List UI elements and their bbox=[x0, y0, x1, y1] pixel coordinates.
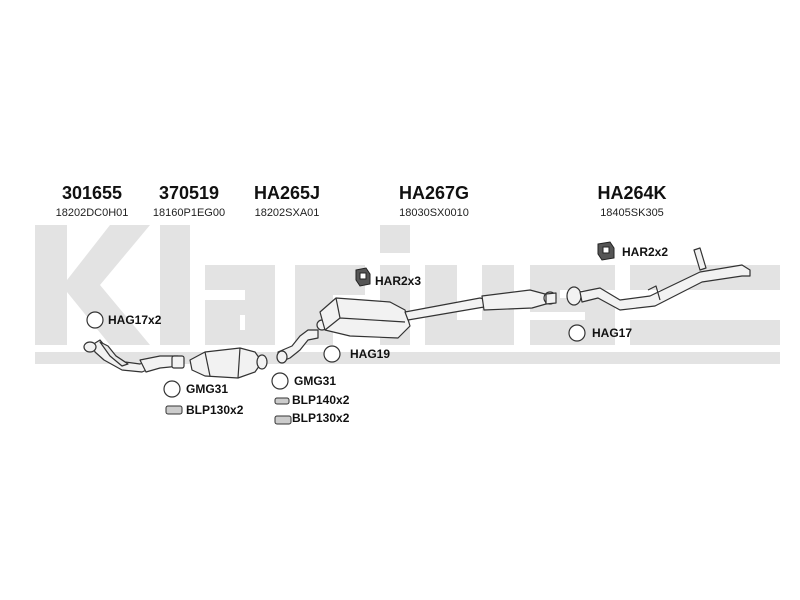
part-number-2: 370519 bbox=[158, 183, 220, 203]
part-ref-4: 18030SX0010 bbox=[399, 207, 469, 219]
front-pipe-inlet bbox=[83, 341, 97, 353]
front-pipe-branch bbox=[99, 341, 129, 367]
part-number-5: HA264K bbox=[597, 183, 667, 203]
part-number-3: HA265J bbox=[253, 183, 321, 203]
fitting-circle-gmg31-b bbox=[271, 372, 289, 390]
label-har2x3: HAR2x3 bbox=[375, 274, 422, 288]
label-gmg31-b: GMG31 bbox=[294, 374, 337, 388]
label-hag17: HAG17 bbox=[592, 326, 633, 340]
clamp-icon-b bbox=[274, 397, 290, 405]
part-number-1: 301655 bbox=[61, 183, 123, 203]
centre-silencer bbox=[319, 297, 411, 339]
part-ref-3: 18202SXA01 bbox=[254, 207, 320, 219]
flange-1 bbox=[171, 355, 185, 369]
label-gmg31-a: GMG31 bbox=[186, 382, 229, 396]
rear-flange bbox=[566, 286, 582, 306]
label-blp140x2: BLP140x2 bbox=[292, 393, 350, 407]
label-hag17x2: HAG17x2 bbox=[108, 313, 162, 327]
fitting-circle-hag17 bbox=[568, 324, 586, 342]
label-hag19: HAG19 bbox=[350, 347, 391, 361]
clamp-icon-c bbox=[274, 415, 292, 425]
fitting-circle-hag17x2 bbox=[86, 311, 104, 329]
mid-pipe bbox=[404, 297, 491, 321]
label-blp130x2-a: BLP130x2 bbox=[186, 403, 244, 417]
fitting-circle-hag19 bbox=[323, 345, 341, 363]
part-ref-1: 18202DC0H01 bbox=[55, 207, 129, 219]
resonator bbox=[481, 289, 547, 311]
catalytic-converter bbox=[189, 347, 263, 379]
tail-pipe bbox=[579, 264, 751, 311]
label-blp130x2-b: BLP130x2 bbox=[292, 411, 350, 425]
part-number-4: HA267G bbox=[398, 183, 470, 203]
clamp-icon-a bbox=[165, 405, 183, 415]
label-har2x2: HAR2x2 bbox=[622, 245, 669, 259]
part-ref-2: 18160P1EG00 bbox=[152, 207, 226, 219]
part-ref-5: 18405SK305 bbox=[600, 207, 664, 219]
cat-outlet bbox=[256, 354, 268, 370]
fitting-circle-gmg31-a bbox=[163, 380, 181, 398]
